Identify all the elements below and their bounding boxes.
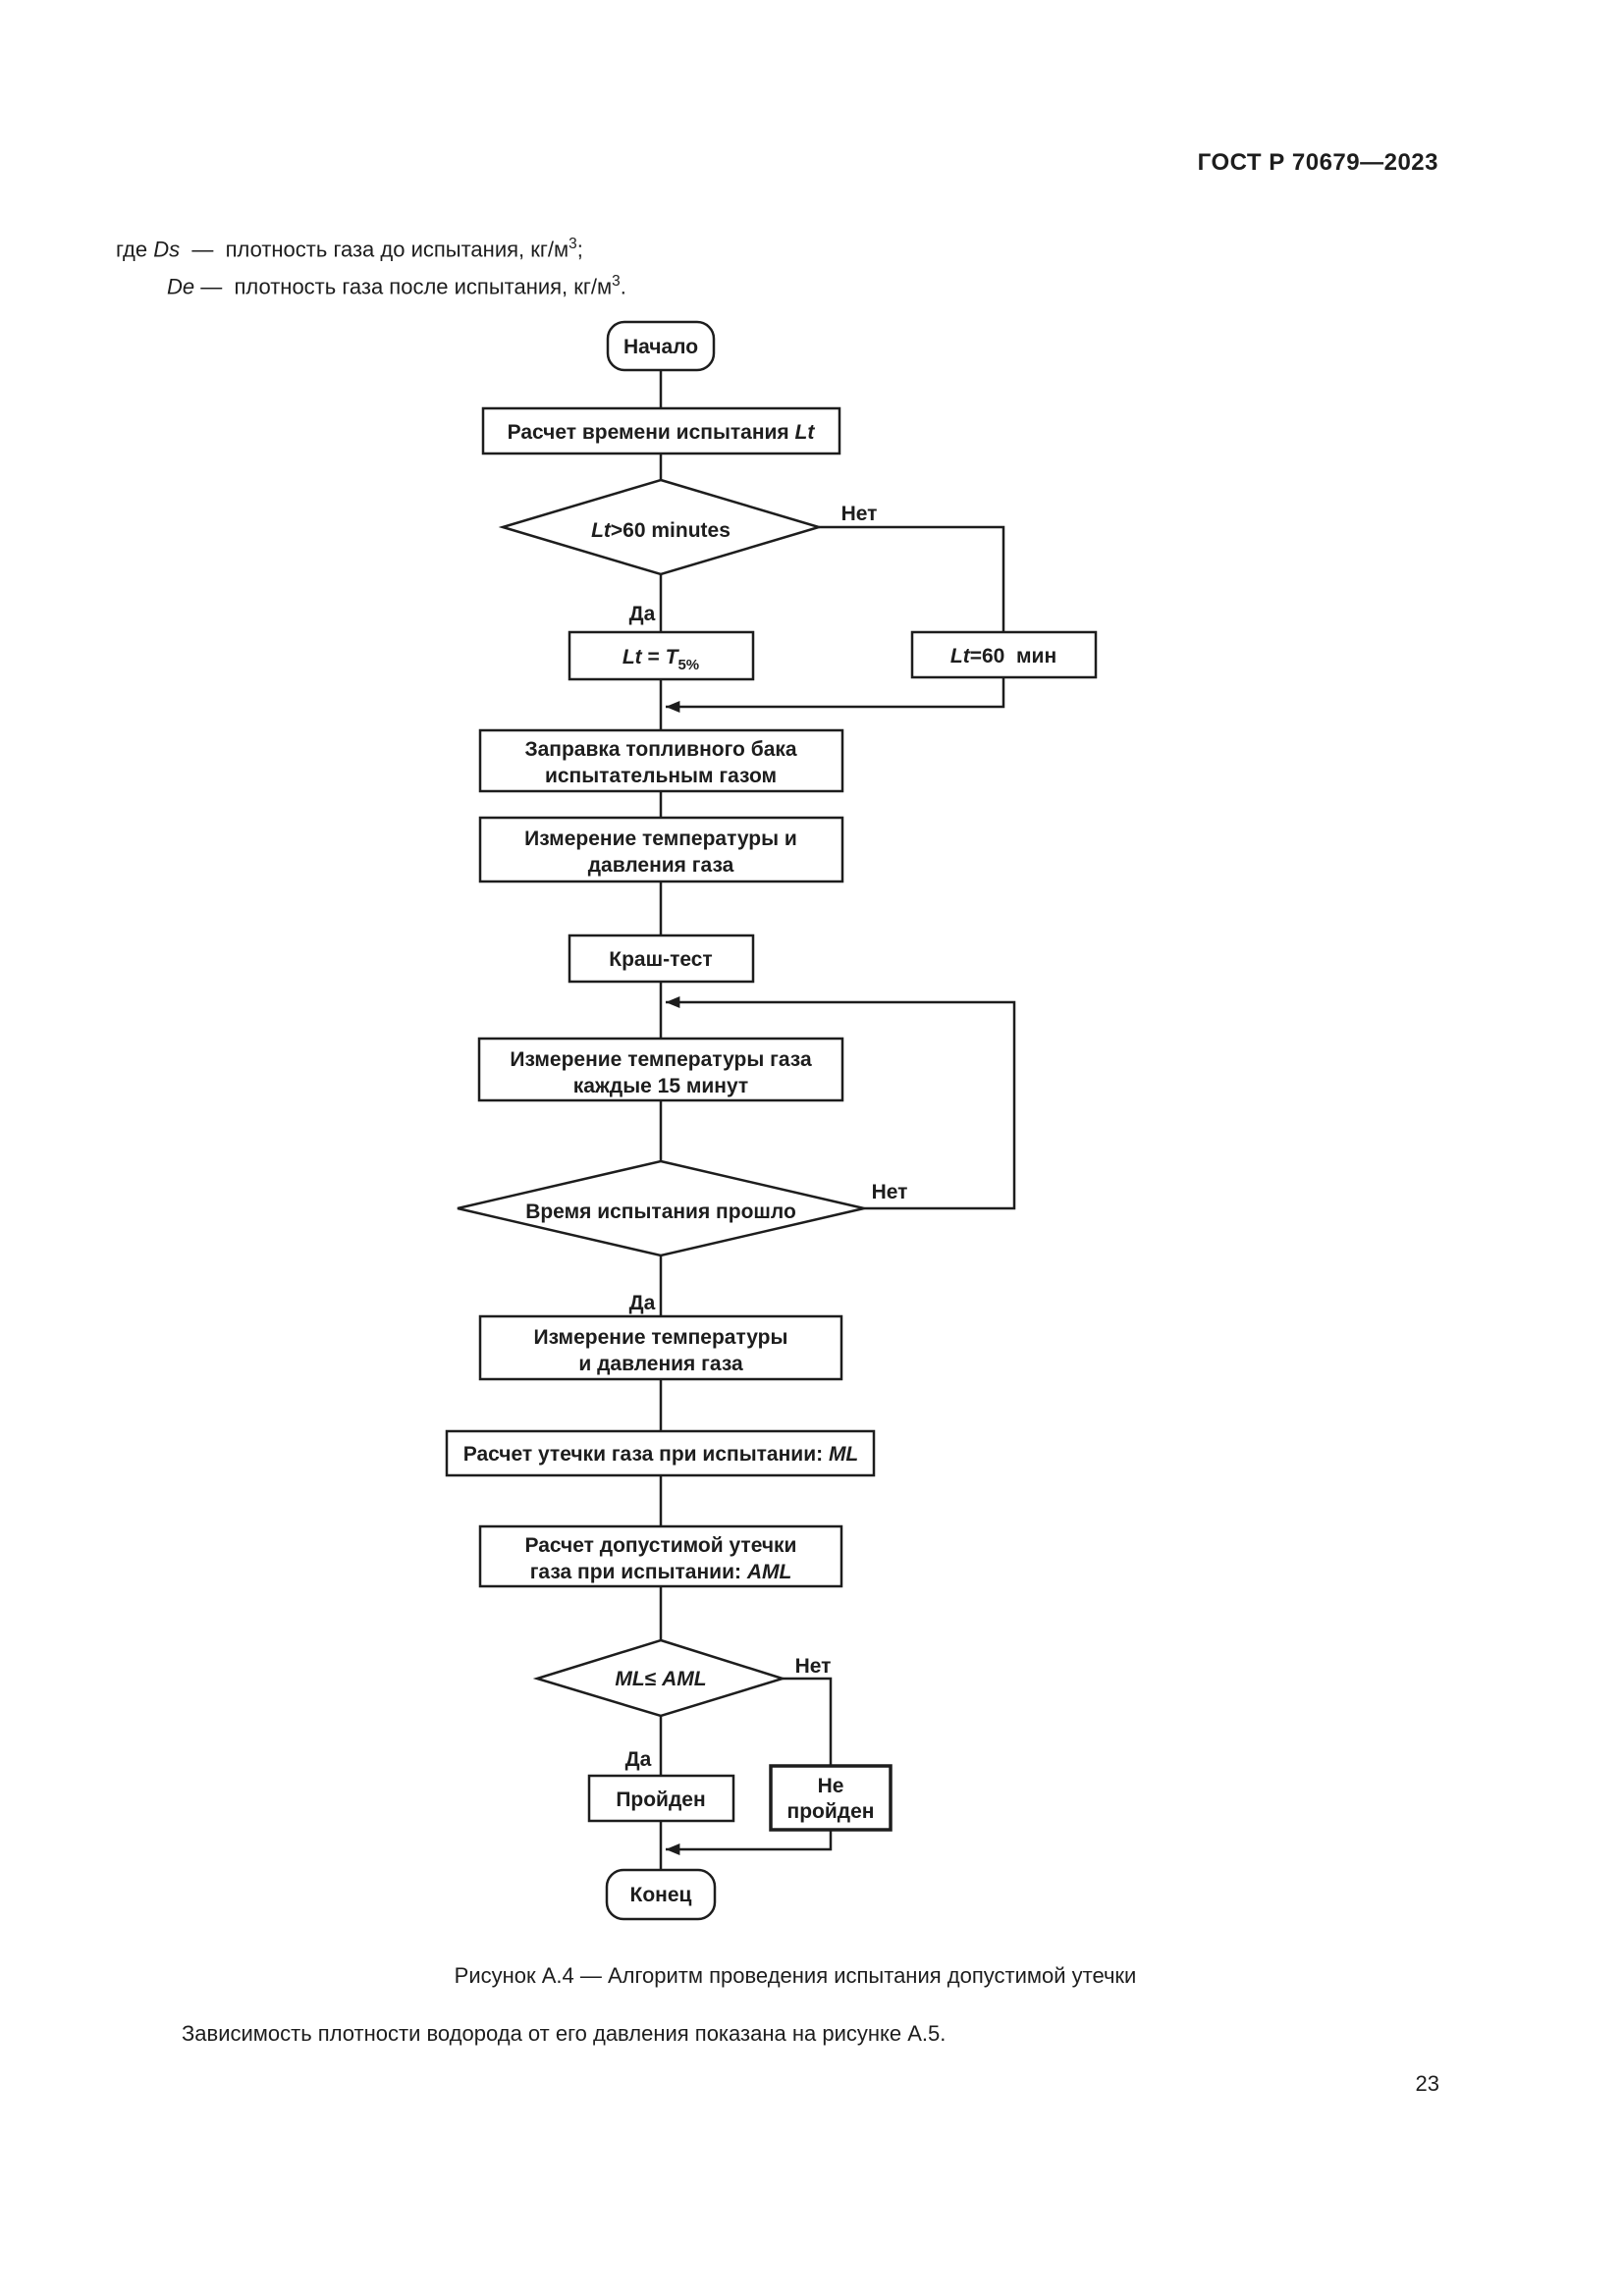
definition-tail: .	[620, 274, 626, 299]
flow-process-not-passed-line2: пройден	[787, 1800, 875, 1823]
label-var: Lt	[591, 519, 612, 542]
definition-dash: —	[180, 237, 226, 262]
branch-label-yes-3: Да	[625, 1748, 652, 1771]
flow-decision-ml	[532, 1638, 787, 1718]
label-text: Расчет утечки газа при испытании:	[463, 1443, 829, 1466]
label-var: AML	[746, 1561, 792, 1583]
definition-text: плотность газа после испытания, кг/м	[234, 274, 613, 299]
flow-process-passed-label: Пройден	[616, 1789, 705, 1811]
flow-process-calc-time-label: Расчет времени испытания Lt	[508, 421, 816, 444]
flow-process-fill-tank-line1: Заправка топливного бака	[524, 738, 796, 761]
flow-process-measure-1-line2: давления газа	[588, 854, 734, 877]
closing-paragraph: Зависимость плотности водорода от его да…	[182, 2021, 947, 2046]
flow-terminator-start-label: Начало	[623, 336, 698, 358]
flow-process-measure-15min-line2: каждые 15 минут	[573, 1075, 748, 1097]
connector-no-branch-1	[819, 525, 1005, 632]
label-var: ML	[829, 1443, 858, 1466]
branch-label-yes-2: Да	[629, 1292, 656, 1314]
variable-de: De	[167, 274, 195, 299]
flow-process-calc-aml-line2: газа при испытании: AML	[530, 1561, 792, 1583]
definition-line-de: De — плотность газа после испытания, кг/…	[167, 273, 626, 299]
flow-process-measure-15min	[477, 1037, 844, 1102]
page-number: 23	[1415, 2071, 1439, 2096]
definition-dash: —	[194, 274, 235, 299]
flow-connectors	[659, 370, 1016, 1870]
flow-decision-time-label: Lt>60 minutes	[591, 519, 731, 542]
flow-terminator-start	[606, 320, 716, 372]
flow-process-calc-ml-label: Расчет утечки газа при испытании: ML	[463, 1443, 859, 1466]
flow-process-measure-15min-line1: Измерение температуры газа	[510, 1048, 812, 1071]
flow-process-fill-tank-line2: испытательным газом	[545, 765, 777, 787]
branch-label-yes-1: Да	[629, 603, 656, 625]
flow-process-set-60min	[910, 630, 1098, 679]
flow-process-passed	[587, 1774, 735, 1823]
flow-process-measure-2	[478, 1314, 843, 1381]
flow-decision-elapsed-label: Время испытания прошло	[525, 1201, 796, 1223]
flow-process-calc-aml	[478, 1524, 843, 1588]
flow-process-measure-2-line1: Измерение температуры	[534, 1326, 788, 1349]
flow-process-crash-test	[568, 934, 755, 984]
figure-caption: Рисунок А.4 — Алгоритм проведения испыта…	[454, 1963, 1137, 1988]
flow-process-measure-2-line2: и давления газа	[578, 1353, 743, 1375]
definition-line-ds: где Ds — плотность газа до испытания, кг…	[116, 236, 583, 262]
label-text: Расчет времени испытания	[508, 421, 795, 444]
label-op: ≤	[645, 1668, 662, 1690]
label-var: Lt	[950, 645, 971, 667]
flow-decision-elapsed	[457, 1159, 865, 1257]
label-text: =60 мин	[970, 645, 1056, 667]
definition-tail: ;	[576, 237, 583, 262]
connector-no-branch-3	[783, 1677, 833, 1766]
label-var: T	[666, 646, 680, 668]
flow-process-fill-tank	[478, 728, 844, 793]
definition-lead: где	[116, 237, 154, 262]
label-subscript: 5%	[677, 657, 699, 673]
flow-process-crash-test-label: Краш-тест	[609, 948, 712, 971]
flow-terminator-end-label: Конец	[630, 1884, 692, 1906]
flow-process-not-passed-line1: Не	[818, 1775, 844, 1797]
flow-process-set-60min-label: Lt=60 мин	[950, 645, 1056, 667]
superscript: 3	[568, 236, 577, 252]
flow-process-set-t5-label: Lt = T5%	[623, 646, 699, 673]
merge-arrow-3	[666, 1830, 833, 1855]
label-text: >60 minutes	[611, 519, 731, 542]
flow-decision-ml-label: ML≤ AML	[615, 1668, 706, 1690]
variable-ds: Ds	[153, 237, 181, 262]
loop-arrow-no-branch-2	[666, 996, 1016, 1210]
label-var: Lt	[623, 646, 643, 668]
label-var: Lt	[795, 421, 816, 444]
flow-process-set-t5	[568, 630, 755, 681]
label-text: газа при испытании:	[530, 1561, 747, 1583]
document-header: ГОСТ Р 70679—2023	[1197, 149, 1438, 176]
flow-process-measure-1	[478, 816, 844, 883]
label-var: AML	[661, 1668, 707, 1690]
superscript: 3	[612, 273, 621, 290]
branch-label-no-1: Нет	[841, 503, 878, 525]
flow-process-measure-1-line1: Измерение температуры и	[524, 828, 797, 850]
flow-process-calc-time	[481, 406, 841, 455]
flow-decision-time	[498, 478, 824, 576]
merge-arrow-1	[666, 677, 1005, 713]
label-var: ML	[615, 1668, 644, 1690]
flow-terminator-end	[605, 1868, 717, 1921]
flow-process-calc-ml	[445, 1429, 876, 1477]
branch-label-no-2: Нет	[872, 1181, 908, 1203]
definition-text: плотность газа до испытания, кг/м	[225, 237, 569, 262]
flow-process-calc-aml-line1: Расчет допустимой утечки	[525, 1534, 797, 1557]
branch-label-no-3: Нет	[795, 1655, 832, 1678]
flow-process-not-passed	[769, 1764, 893, 1832]
label-eq: =	[642, 646, 666, 668]
